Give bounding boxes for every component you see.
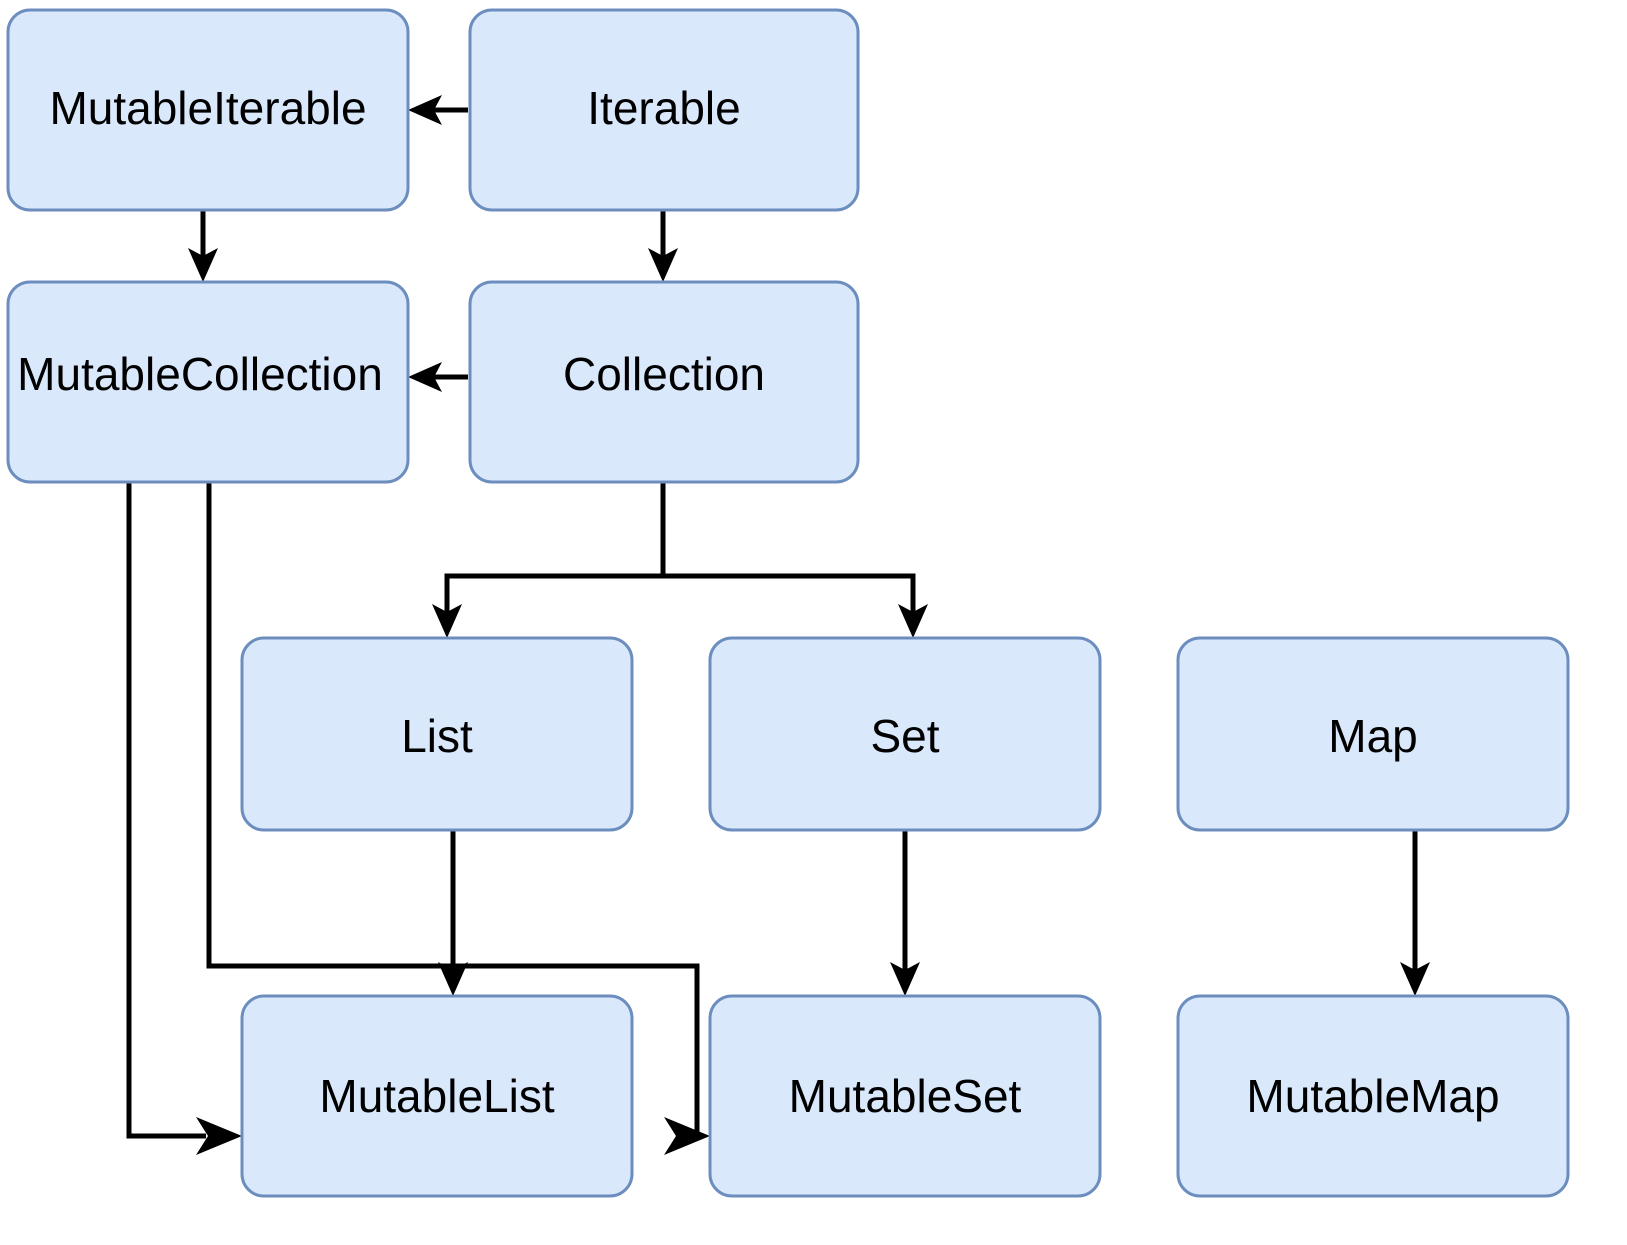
node-map[interactable]: Map bbox=[1176, 636, 1570, 832]
node-rect-list[interactable] bbox=[240, 636, 634, 832]
node-mutable-collection[interactable]: MutableCollection bbox=[6, 280, 410, 484]
edge-list-to-mutable-list bbox=[438, 830, 468, 996]
edge-mutable-iterable-to-mutable-collection bbox=[188, 210, 218, 282]
node-rect-map[interactable] bbox=[1176, 636, 1570, 832]
edge-mutable-collection-to-mutable-set bbox=[206, 482, 710, 1155]
edge-iterable-to-collection bbox=[648, 210, 678, 282]
node-rect-mutable-collection[interactable] bbox=[6, 280, 410, 484]
node-rect-mutable-iterable[interactable] bbox=[6, 8, 410, 212]
edge-mutable-collection-to-mutable-list bbox=[126, 482, 242, 1155]
node-list[interactable]: List bbox=[240, 636, 634, 832]
node-iterable[interactable]: Iterable bbox=[468, 8, 860, 212]
node-layer: MutableIterable Iterable MutableCollecti… bbox=[6, 8, 1570, 1198]
node-collection[interactable]: Collection bbox=[468, 280, 860, 484]
node-mutable-iterable[interactable]: MutableIterable bbox=[6, 8, 410, 212]
node-rect-mutable-set[interactable] bbox=[708, 994, 1102, 1198]
node-mutable-map[interactable]: MutableMap bbox=[1176, 994, 1570, 1198]
node-mutable-set[interactable]: MutableSet bbox=[708, 994, 1102, 1198]
edge-collection-to-list bbox=[432, 482, 666, 638]
node-rect-set[interactable] bbox=[708, 636, 1102, 832]
edge-collection-to-set bbox=[663, 573, 928, 638]
node-rect-iterable[interactable] bbox=[468, 8, 860, 212]
edge-collection-to-mutable-collection bbox=[408, 362, 468, 392]
node-rect-mutable-list[interactable] bbox=[240, 994, 634, 1198]
edge-set-to-mutable-set bbox=[890, 830, 920, 996]
edge-iterable-to-mutable-iterable bbox=[408, 95, 468, 125]
edge-layer bbox=[126, 95, 1430, 1155]
node-rect-collection[interactable] bbox=[468, 280, 860, 484]
node-set[interactable]: Set bbox=[708, 636, 1102, 832]
edge-map-to-mutable-map bbox=[1400, 830, 1430, 996]
node-rect-mutable-map[interactable] bbox=[1176, 994, 1570, 1198]
node-mutable-list[interactable]: MutableList bbox=[240, 994, 634, 1198]
